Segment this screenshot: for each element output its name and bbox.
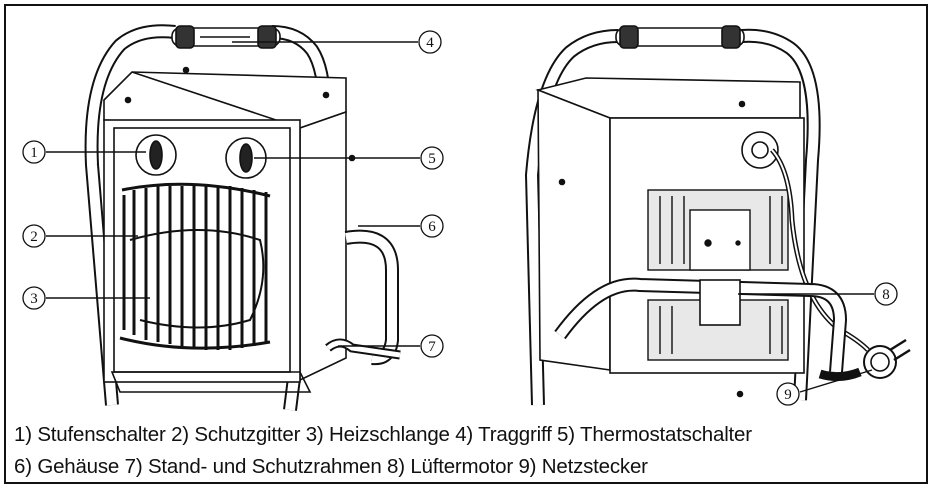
callout-number-8: 8 <box>882 287 890 303</box>
legend-line-2: 6) Gehäuse 7) Stand- und Schutzrahmen 8)… <box>14 455 648 478</box>
callout-circle-3 <box>22 286 46 310</box>
callout-number-7: 7 <box>428 339 436 355</box>
leader-9 <box>799 369 873 393</box>
callout-circle-5 <box>420 146 444 170</box>
rear-view <box>524 25 911 406</box>
callout-number-5: 5 <box>428 151 436 167</box>
callout-number-2: 2 <box>30 229 38 245</box>
callout-circle-4 <box>418 30 442 54</box>
legend-line-1: 1) Stufenschalter 2) Schutzgitter 3) Hei… <box>14 423 752 446</box>
heater-illustration: 1 2 3 4 5 6 7 8 9 <box>22 24 911 411</box>
callout-number-3: 3 <box>30 291 38 307</box>
front-view <box>84 24 401 411</box>
callout-circle-8 <box>874 282 898 306</box>
callout-numbers: 1 2 3 4 5 6 7 8 9 <box>30 35 890 403</box>
callout-number-4: 4 <box>426 35 434 51</box>
callout-circle-9 <box>776 382 800 406</box>
callout-leaders <box>46 41 874 393</box>
callout-circle-1 <box>22 140 46 164</box>
callout-circle-7 <box>420 334 444 358</box>
callout-circle-6 <box>420 214 444 238</box>
callout-number-1: 1 <box>30 145 38 161</box>
callout-circle-2 <box>22 224 46 248</box>
callout-number-6: 6 <box>428 219 436 235</box>
callout-number-9: 9 <box>784 387 792 403</box>
callout-markers <box>22 30 898 406</box>
